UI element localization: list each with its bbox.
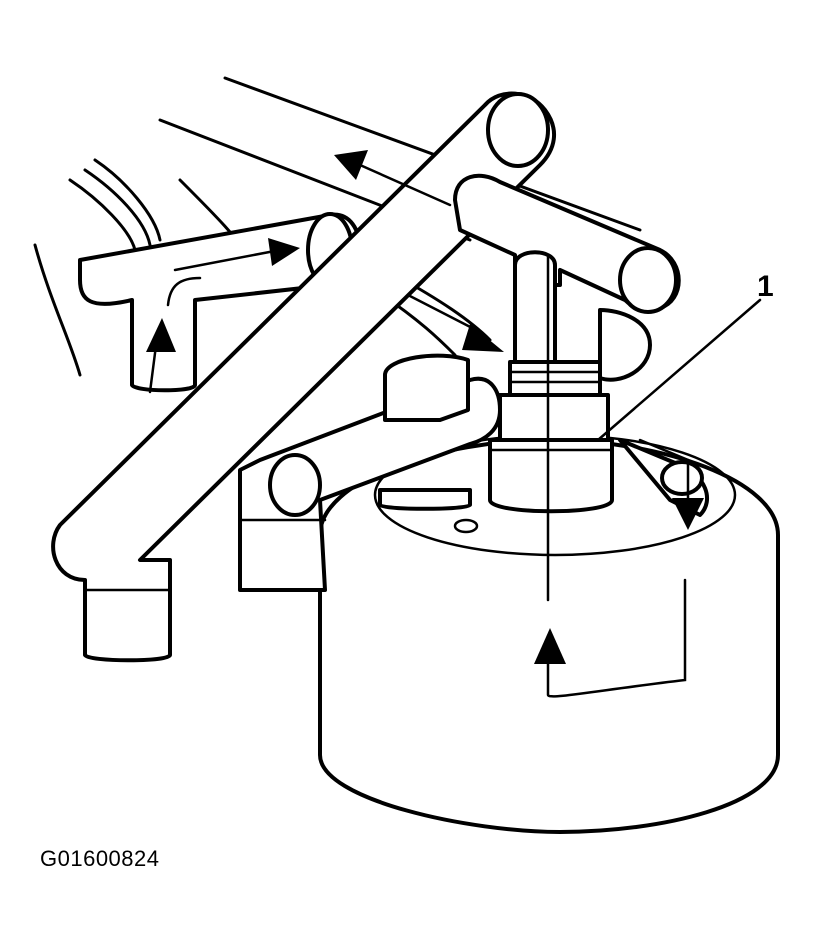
callout-leader xyxy=(596,298,762,442)
center-fitting xyxy=(488,250,652,514)
flow-arrow-up-inner-icon xyxy=(534,628,566,664)
flow-arrow-down-icon xyxy=(672,498,704,530)
flow-arrow-up-icon xyxy=(146,318,176,352)
cross-pipe xyxy=(453,173,681,314)
outlet-elbow xyxy=(618,438,710,517)
flow-arrow-right-icon xyxy=(268,238,300,266)
flow-arrow-down-right-icon xyxy=(462,324,504,352)
callout-label: 1 xyxy=(757,270,774,303)
flow-arrow-left-icon xyxy=(334,150,368,180)
figure-code: G01600824 xyxy=(40,846,160,871)
inlet-hose xyxy=(238,353,502,592)
diagonal-pipe xyxy=(51,91,557,663)
flow-arrows xyxy=(146,150,704,698)
